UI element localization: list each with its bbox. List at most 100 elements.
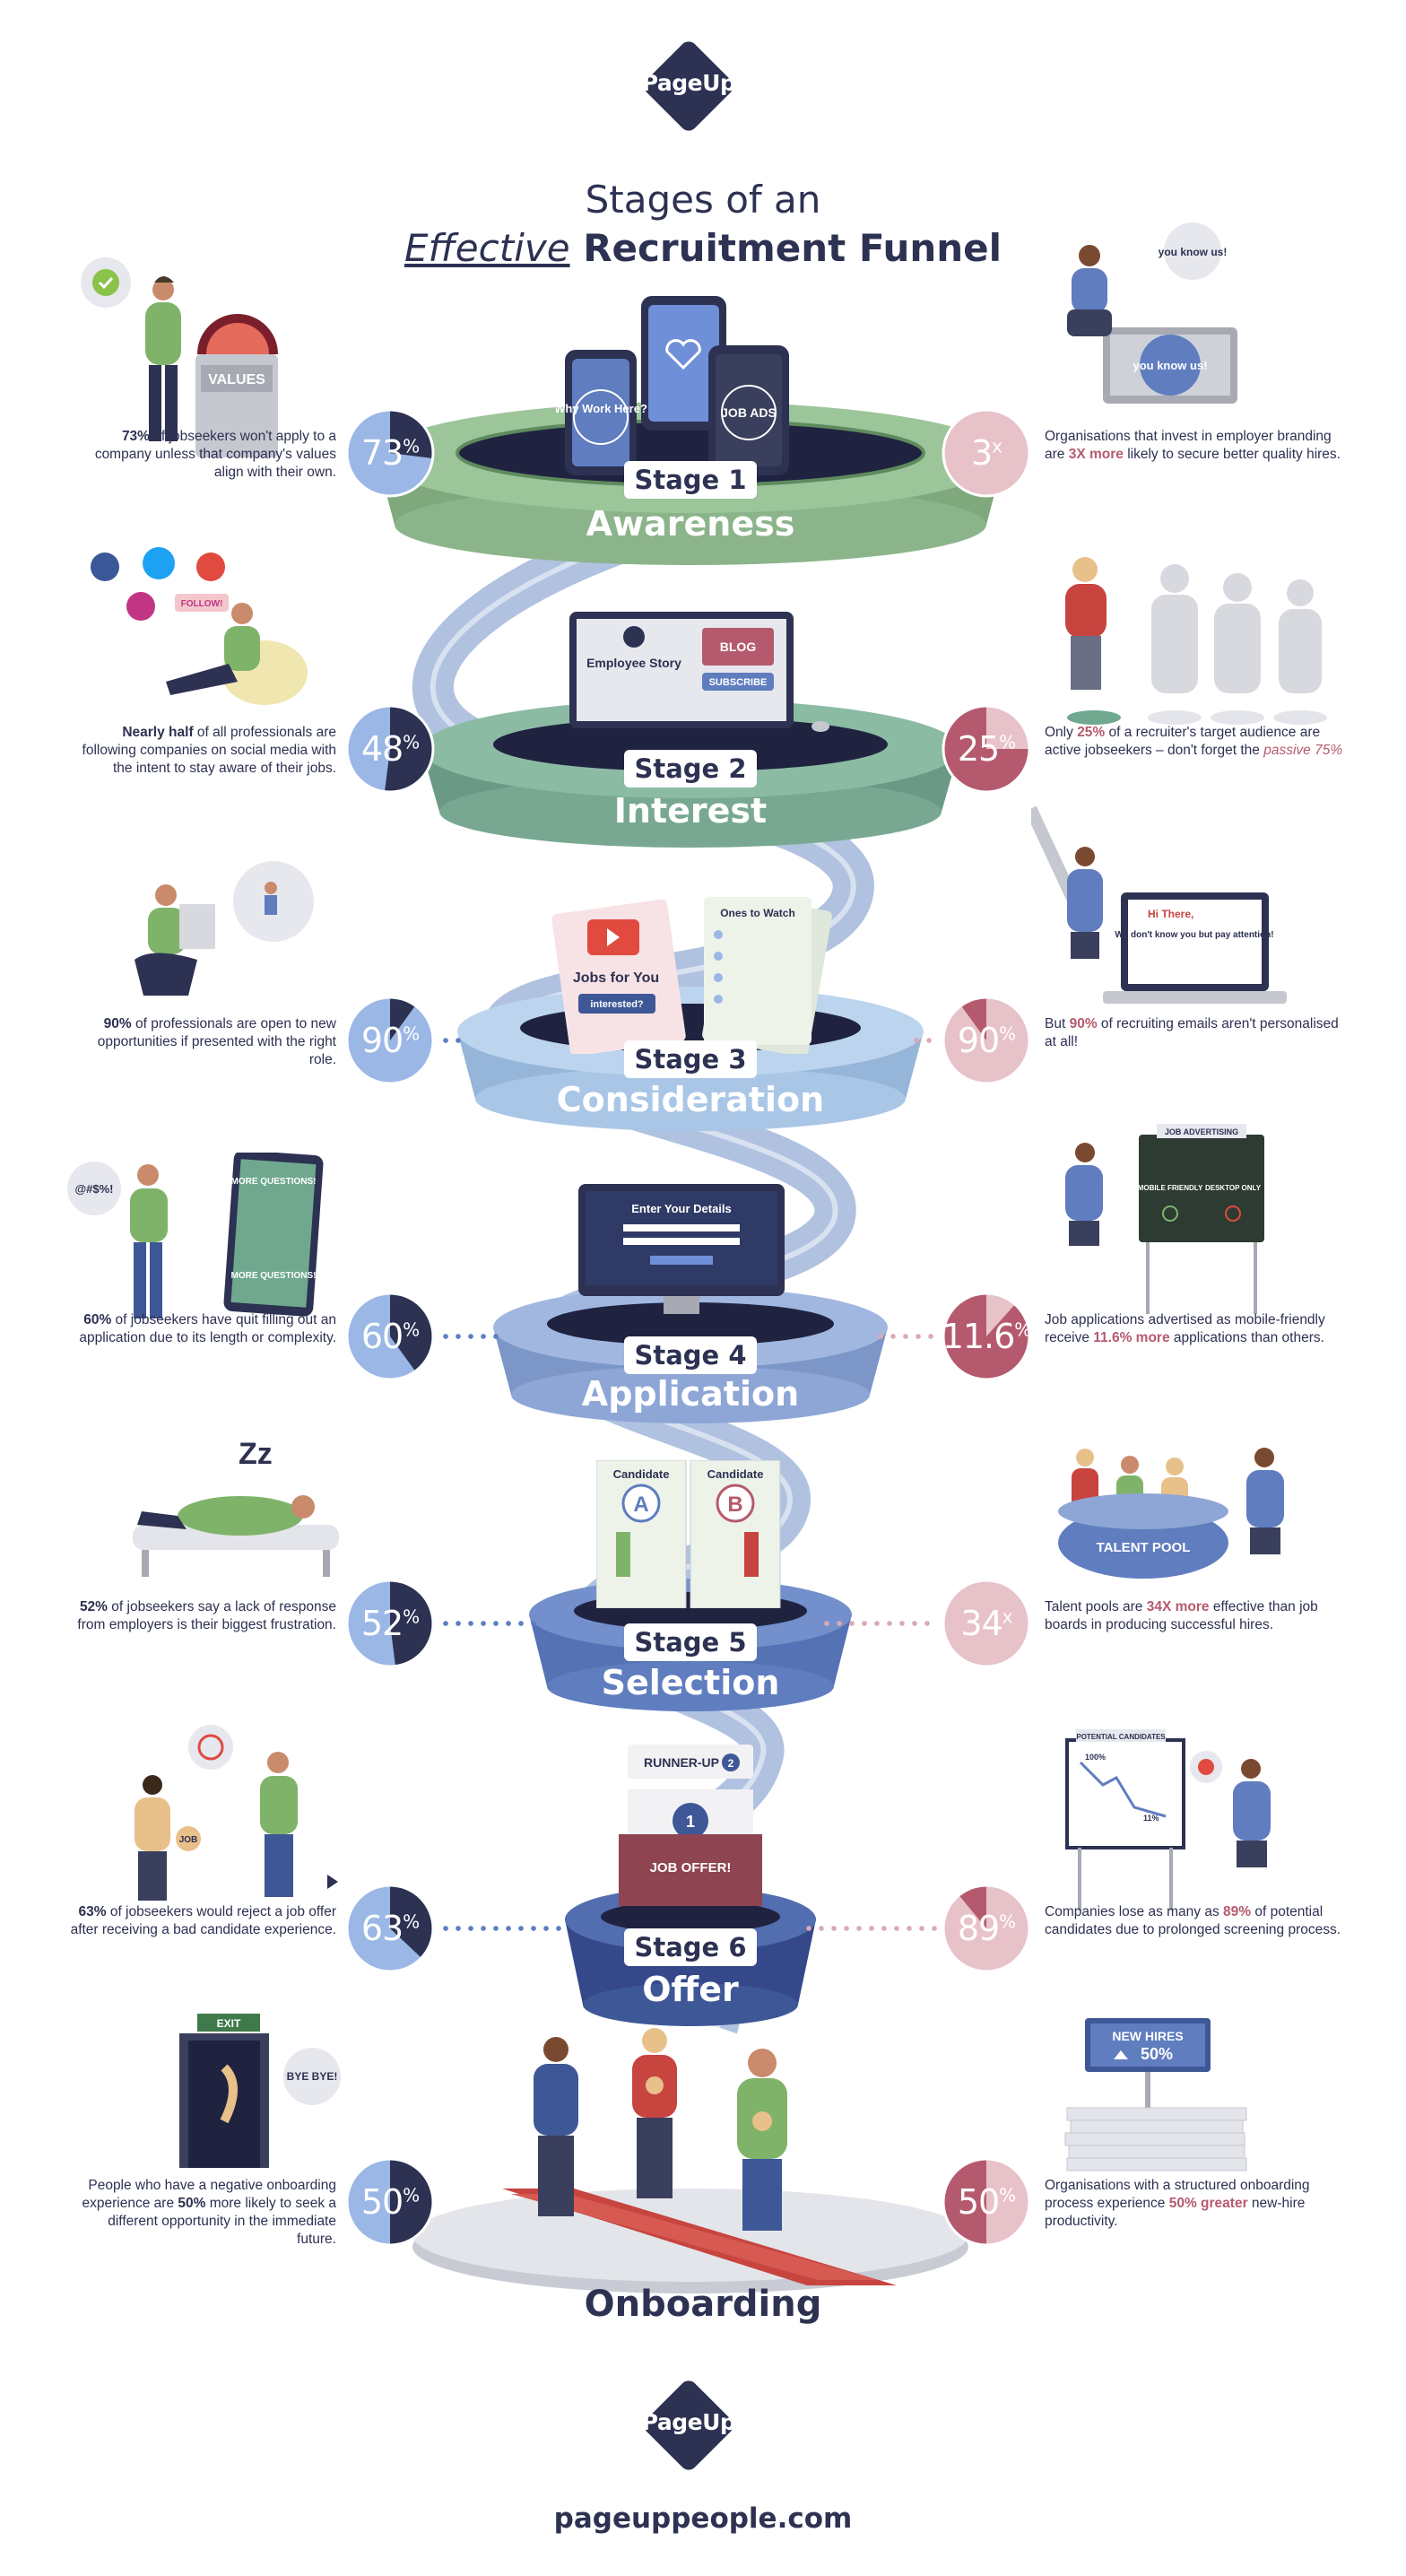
stat-left-text: Nearly half of all professionals are fol…	[67, 724, 336, 778]
stat-right-value: 50%	[942, 2182, 1031, 2222]
connector-dots-left	[439, 1334, 502, 1339]
values-label: VALUES	[208, 372, 265, 387]
stat-right-body: applications than others.	[1169, 1330, 1324, 1345]
stage-5-label: Stage 5	[624, 1623, 757, 1661]
more-questions-bottom: MORE QUESTIONS!	[230, 1271, 316, 1281]
mobile-friendly-label: MOBILE FRIENDLY	[1138, 1184, 1203, 1192]
ones-to-watch-label: Ones to Watch	[720, 907, 795, 919]
website-link[interactable]: pageuppeople.com	[553, 2502, 853, 2535]
stat-right-unit: %	[999, 1910, 1016, 1933]
letter-b: B	[727, 1493, 742, 1517]
swear-bubble: @#$%!	[74, 1182, 113, 1196]
bad-experience-illustration: JOB	[126, 1722, 350, 1910]
stage-1-name: Awareness	[586, 504, 795, 544]
follow-bubble: FOLLOW!	[181, 599, 223, 609]
job-ads-label: JOB ADS	[721, 405, 777, 420]
stat-left-number: 73	[360, 433, 404, 473]
you-know-us-badge: you know us!	[1133, 359, 1207, 372]
stat-right-text: Job applications advertised as mobile-fr…	[1045, 1311, 1354, 1347]
enter-details-monitor: Enter Your Details	[578, 1184, 794, 1327]
stat-circle-left: 48%	[345, 704, 435, 794]
stat-left-value: 48%	[345, 729, 435, 769]
letter-a: A	[633, 1493, 648, 1517]
stat-circle-right: 89%	[942, 1884, 1031, 1973]
passive-candidates-illustration	[1040, 543, 1345, 731]
stat-left-text: People who have a negative onboarding ex…	[67, 2177, 336, 2249]
onboarding-title: Onboarding	[584, 2284, 822, 2325]
bye-bye-bubble: BYE BYE!	[287, 2070, 338, 2083]
stat-left-value: 52%	[345, 1604, 435, 1643]
stat-right-body: new-hire productivity.	[1045, 2196, 1306, 2229]
values-illustration: VALUES	[81, 256, 332, 462]
stat-left-number: 60	[360, 1317, 404, 1356]
stat-circle-left: 63%	[345, 1884, 435, 1973]
stat-left-unit: %	[403, 1606, 420, 1628]
stat-left-highlight: Nearly half	[122, 725, 194, 740]
stage-3-label: Stage 3	[624, 1040, 757, 1078]
stat-right-value: 25%	[942, 729, 1031, 769]
logo-text: PageUp	[641, 70, 736, 96]
first-number: 1	[686, 1813, 695, 1831]
stat-left-text: 63% of jobseekers would reject a job off…	[67, 1903, 336, 1939]
stat-right-value: 11.6%	[942, 1317, 1032, 1356]
you-know-us-bubble: you know us!	[1159, 246, 1228, 258]
stat-left-unit: %	[403, 731, 420, 753]
connector-dots-right	[820, 1621, 937, 1626]
stat-left-number: 63	[360, 1909, 404, 1948]
stat-right-body: of a recruiter's target audience are act…	[1045, 725, 1321, 758]
stat-right-body: likely to secure better quality hires.	[1123, 447, 1341, 462]
jobs-for-you-cards: Ones to Watch Jobs for You interested?	[551, 897, 838, 1054]
stat-circle-left: 73%	[345, 408, 435, 498]
stat-left-number: 90	[360, 1021, 404, 1060]
jobs-for-you-label: Jobs for You	[573, 970, 659, 986]
job-advertising-label: JOB ADVERTISING	[1165, 1127, 1238, 1136]
stat-right-text-pre: Companies lose as many as	[1045, 1904, 1224, 1919]
stat-right-highlight: 89%	[1223, 1904, 1252, 1919]
stat-right-number: 3	[970, 433, 993, 473]
stat-left-text: 73% of jobseekers won't apply to a compa…	[67, 428, 336, 482]
stat-left-body: of jobseekers have quit filling out an a…	[79, 1312, 336, 1345]
runner-up-number: 2	[728, 1757, 734, 1770]
stat-right-text: Organisations that invest in employer br…	[1045, 428, 1354, 464]
connector-dots-right	[910, 1038, 937, 1043]
exit-sign: EXIT	[217, 2017, 241, 2030]
stat-right-value: 3x	[942, 433, 1031, 473]
stat-left-body: of jobseekers would reject a job offer a…	[70, 1904, 336, 1937]
logo-bottom[interactable]: PageUp	[638, 2375, 739, 2476]
stat-circle-left: 50%	[345, 2157, 435, 2247]
mobile-friendly-board: JOB ADVERTISING MOBILE FRIENDLY DESKTOP …	[1040, 1117, 1273, 1323]
stat-left-body: of professionals are open to new opportu…	[97, 1016, 336, 1067]
more-questions-top: MORE QUESTIONS!	[230, 1177, 316, 1187]
stat-right-highlight: 34X more	[1146, 1599, 1210, 1614]
stat-left-body: of all professionals are following compa…	[82, 725, 336, 776]
chart-11-label: 11%	[1143, 1814, 1159, 1823]
newspaper-illustration	[99, 852, 323, 1009]
connector-dots-right	[803, 1926, 937, 1931]
logo-top[interactable]: PageUp	[638, 36, 739, 136]
stat-left-value: 50%	[345, 2182, 435, 2222]
stat-right-body: effective than job boards in producing s…	[1045, 1599, 1318, 1632]
stat-left-body: more likely to seek a different opportun…	[108, 2196, 336, 2247]
stat-left-number: 50	[360, 2182, 404, 2222]
stage-2-label: Stage 2	[624, 750, 757, 788]
why-work-here-label: Why Work Here?	[556, 402, 647, 415]
stat-right-number: 89	[957, 1909, 1000, 1948]
stat-left-highlight: 63%	[78, 1904, 107, 1919]
stat-circle-left: 90%	[345, 996, 435, 1085]
zzz-label: Zz	[239, 1437, 273, 1471]
connector-dots-left	[439, 1926, 565, 1931]
logo-text-bottom: PageUp	[641, 2409, 736, 2435]
phones-illustration: Why Work Here? JOB ADS	[556, 296, 825, 475]
title-rest: Recruitment Funnel	[569, 226, 1002, 270]
onboarding-people	[502, 2014, 861, 2238]
stat-left-highlight: 50%	[178, 2196, 206, 2211]
hi-there-label: Hi There,	[1148, 908, 1193, 920]
stat-right-number: 50	[957, 2182, 1000, 2222]
stat-left-value: 90%	[345, 1021, 435, 1060]
stat-right-unit: %	[999, 2184, 1016, 2206]
stat-left-text: 90% of professionals are open to new opp…	[67, 1015, 336, 1069]
enter-details-label: Enter Your Details	[631, 1202, 732, 1215]
stat-right-highlight: 50% greater	[1168, 2196, 1248, 2211]
stat-right-unit: x	[1002, 1606, 1013, 1628]
employee-story-label: Employee Story	[586, 656, 681, 670]
